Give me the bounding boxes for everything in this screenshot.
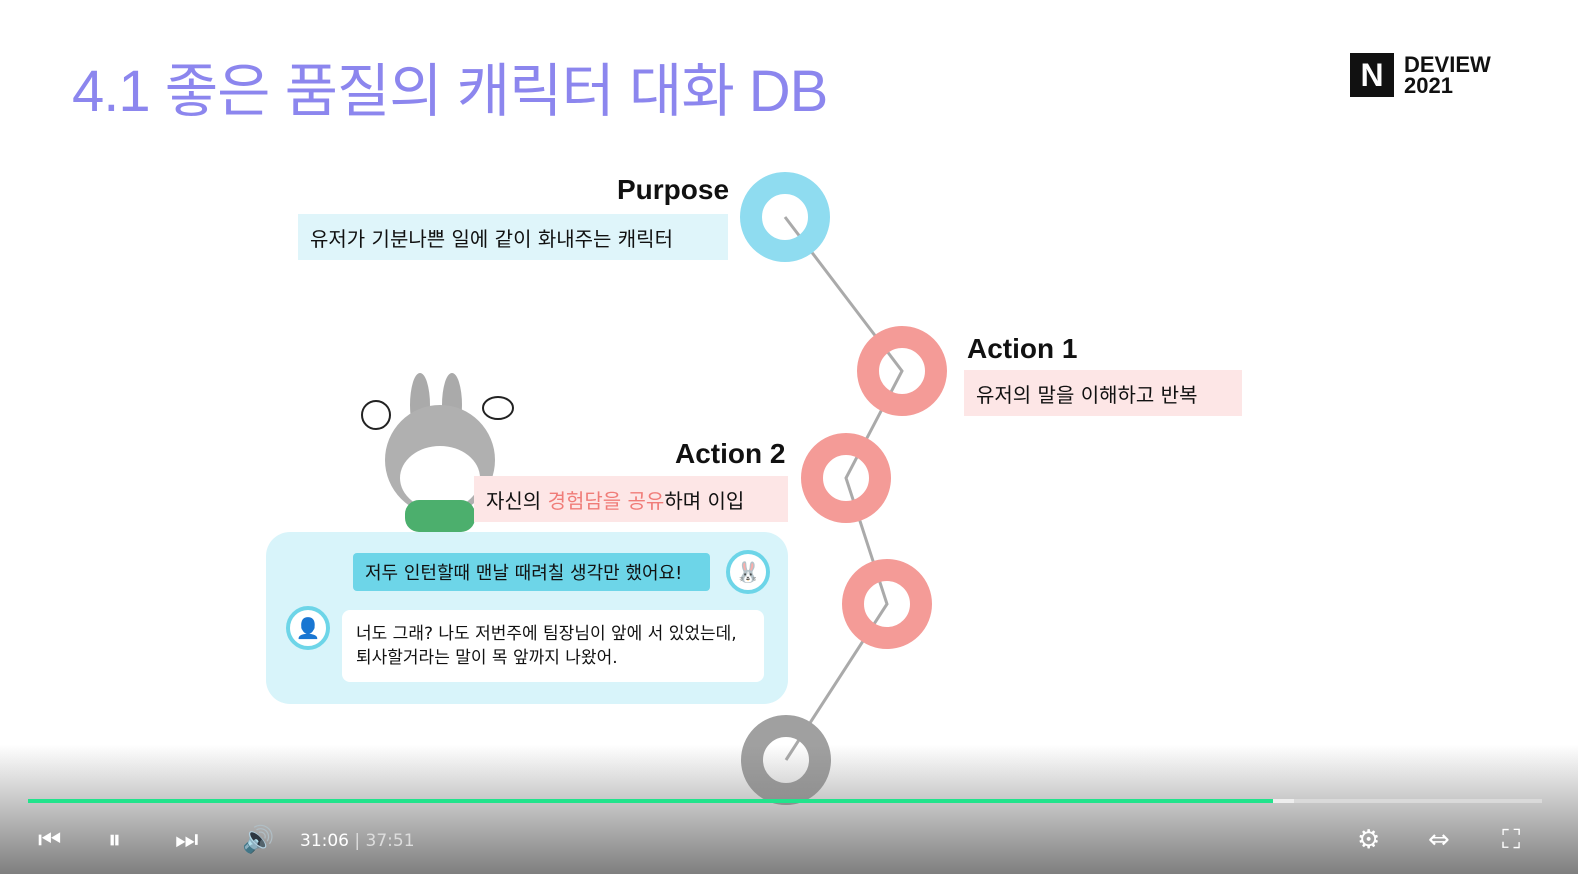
action2-label: Action 2 [675,438,786,469]
settings-button[interactable]: ⚙ [1357,824,1380,856]
naver-logo-icon: N [1350,53,1394,97]
logo-year: 2021 [1404,73,1453,98]
theater-mode-button[interactable]: ⇔ [1428,824,1450,856]
total-time: 37:51 [365,831,415,851]
user-message: 너도 그래? 나도 저번주에 팀장님이 앞에 서 있었는데, 퇴사할거라는 말이… [342,610,764,682]
purpose-node [740,172,830,262]
video-controls [0,745,1578,874]
bot-message: 저두 인턴할때 맨날 때려칠 생각만 했어요! [353,553,710,591]
action3-node [842,559,932,649]
action2-text-highlight: 경험담을 공유 [547,488,665,513]
volume-button[interactable]: 🔊 [242,824,274,856]
theater-icon: ⇔ [1428,825,1450,855]
skip-forward-icon: ⏭ [175,825,199,855]
previous-button[interactable]: ⏮ [38,824,61,856]
next-button[interactable]: ⏭ [175,824,198,856]
logo-text: DEVIEW [1404,52,1491,77]
volume-icon: 🔊 [242,825,275,855]
played-bar [28,799,1273,803]
fullscreen-button[interactable]: ⛶ [1502,824,1520,856]
user-avatar-icon: 👤 [286,606,330,650]
action2-text-pre: 자신의 [486,488,542,513]
action1-label: Action 1 [967,333,1078,364]
purpose-label: Purpose [617,174,730,205]
action2-node [801,433,891,523]
pause-button[interactable]: ⏸ [108,824,121,856]
action1-text: 유저의 말을 이해하고 반복 [964,370,1242,416]
progress-bar[interactable] [28,799,1542,803]
timeline-line [783,216,904,761]
pause-icon: ⏸ [108,825,122,855]
gear-icon: ⚙ [1357,825,1381,855]
slide-title: 4.1 좋은 품질의 캐릭터 대화 DB [72,59,828,124]
rabbit-character-image [361,373,514,532]
purpose-text: 유저가 기분나쁜 일에 같이 화내주는 캐릭터 [298,214,728,260]
time-display: 31:06 | 37:51 [300,831,415,851]
fullscreen-icon: ⛶ [1502,825,1521,855]
current-time: 31:06 [300,831,349,851]
action1-node [857,326,947,416]
rabbit-avatar-icon: 🐰 [726,550,770,594]
skip-back-icon: ⏮ [38,825,62,855]
action2-text-post: 하며 이입 [664,488,745,513]
